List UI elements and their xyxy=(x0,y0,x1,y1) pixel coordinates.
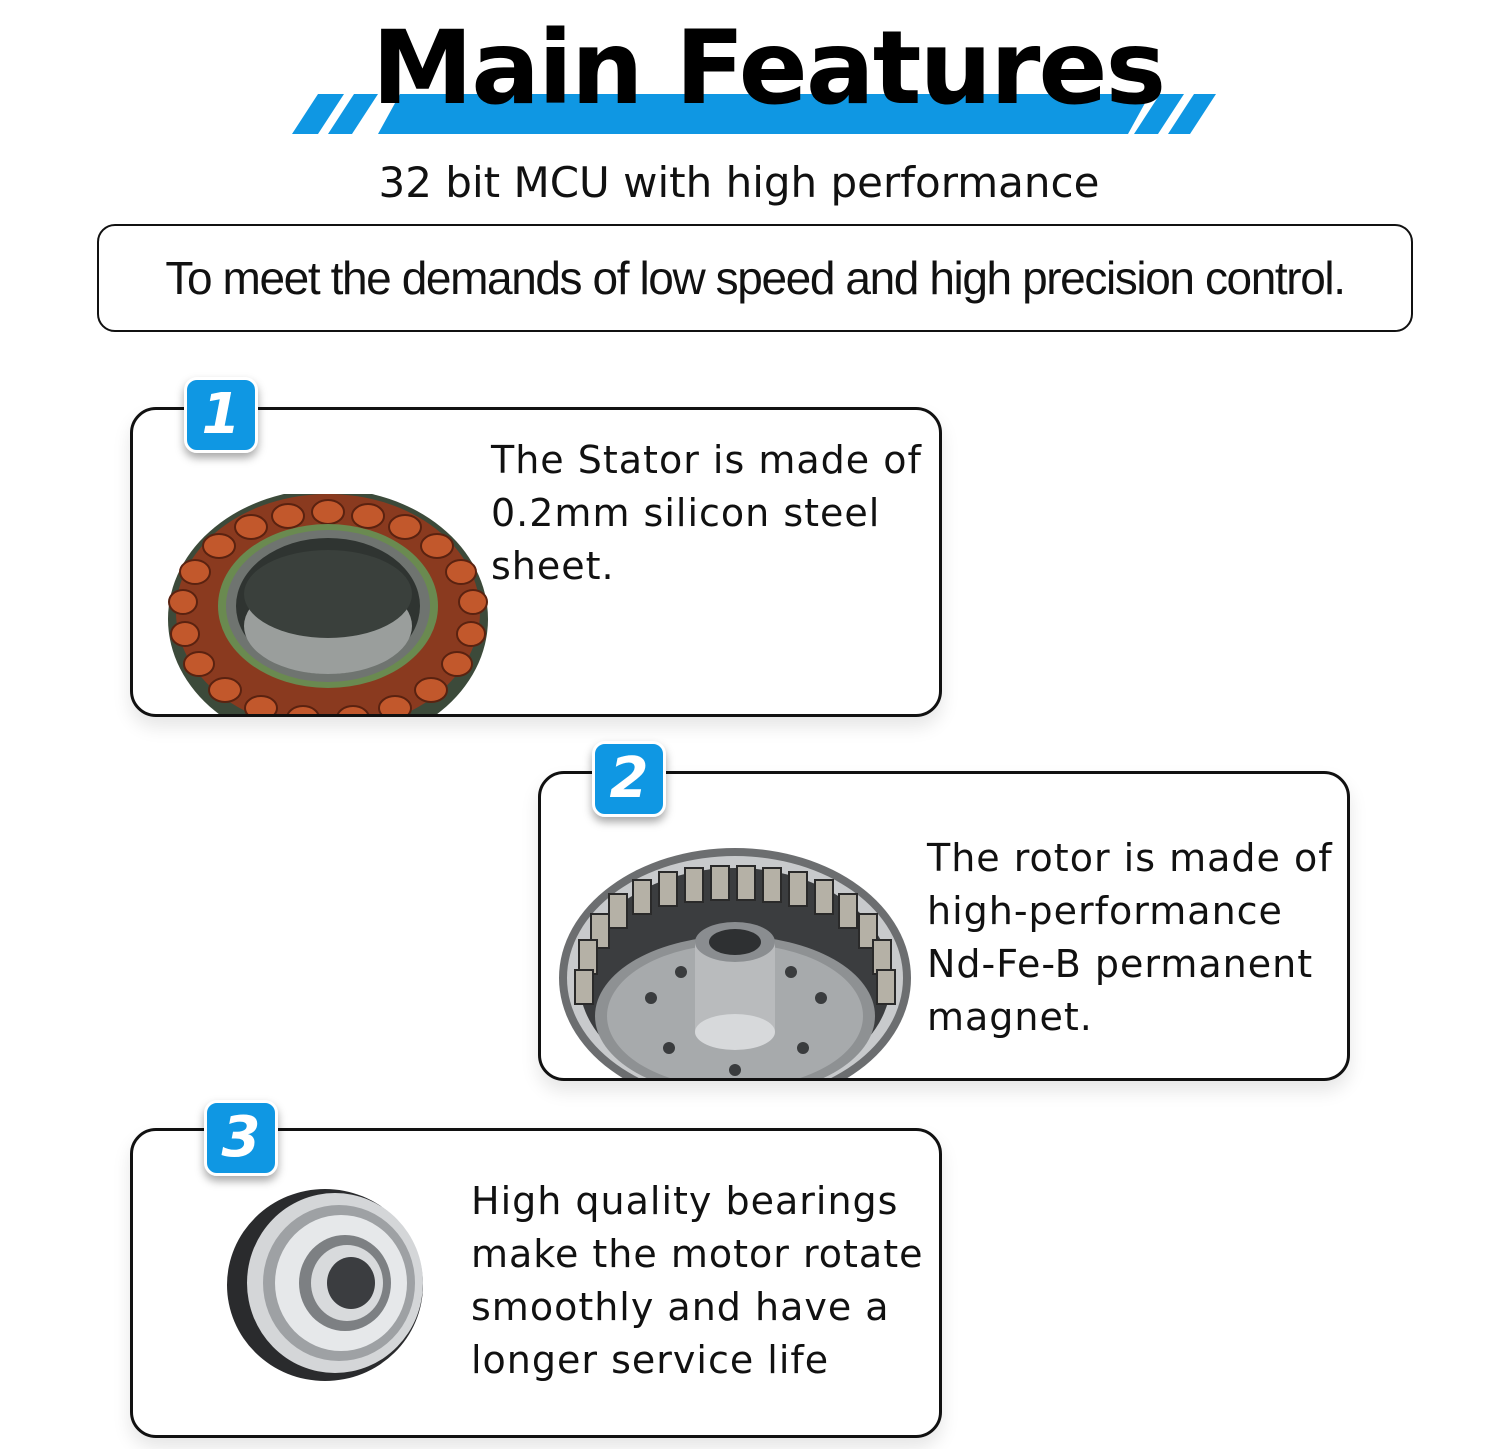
badge-1: 1 xyxy=(184,377,258,453)
page-title: Main Features xyxy=(371,9,1167,128)
banner-box: To meet the demands of low speed and hig… xyxy=(97,224,1413,332)
feature-card-3: High quality bearings make the motor rot… xyxy=(130,1128,942,1438)
header-decoration xyxy=(292,94,1216,134)
badge-2: 2 xyxy=(592,741,666,817)
feature-text-1: The Stator is made of 0.2mm silicon stee… xyxy=(491,438,922,588)
feature-text-2: The rotor is made of high-performance Nd… xyxy=(927,836,1333,1039)
feature-card-1: The Stator is made of 0.2mm silicon stee… xyxy=(130,407,942,717)
feature-card-2: The rotor is made of high-performance Nd… xyxy=(538,771,1350,1081)
stator-image xyxy=(168,494,488,714)
header: Main Features xyxy=(0,0,1500,150)
subtitle: 32 bit MCU with high performance xyxy=(378,158,1100,207)
badge-3: 3 xyxy=(204,1100,278,1176)
feature-text-3: High quality bearings make the motor rot… xyxy=(471,1179,924,1382)
bearing-image xyxy=(227,1189,423,1381)
banner-text: To meet the demands of low speed and hig… xyxy=(165,252,1346,304)
rotor-image xyxy=(559,848,911,1078)
